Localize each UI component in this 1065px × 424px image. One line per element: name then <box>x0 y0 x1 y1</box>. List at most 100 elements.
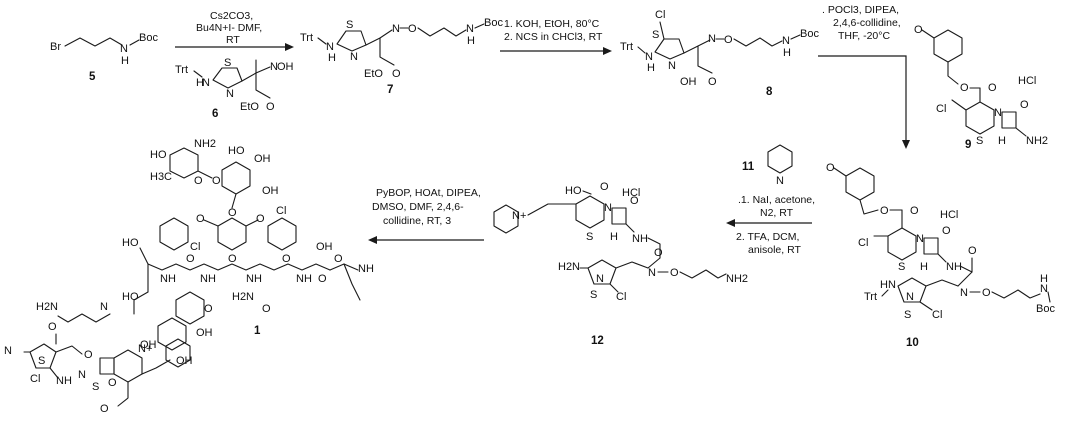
group-nh-methyl: NH <box>358 263 374 275</box>
group-oh: OH <box>680 76 697 88</box>
step-2-condition-2: 2. NCS in CHCl3, RT <box>504 31 603 43</box>
atom-o-aryl-ether: O <box>228 207 237 219</box>
step-4-condition-4: anisole, RT <box>748 244 802 256</box>
atom-o: O <box>262 303 271 315</box>
atom-n: N <box>350 51 358 63</box>
group-oh: OH <box>316 241 333 253</box>
compound-5: Br N H Boc 5 <box>50 32 158 83</box>
atom-n-oxime: N <box>648 267 656 279</box>
atom-o: O <box>318 273 327 285</box>
group-boc: Boc <box>800 28 819 40</box>
group-boc: Boc <box>139 32 158 44</box>
group-ho: HO <box>228 145 245 157</box>
compound-1: NH2 HO H3C O O HO OH OH O O O Cl Cl HO O… <box>4 138 374 415</box>
atom-cl: Cl <box>858 237 868 249</box>
atom-o-oxime: O <box>670 267 679 279</box>
atom-o-carbonyl: O <box>988 82 997 94</box>
atom-n: N <box>708 33 716 45</box>
atom-cl: Cl <box>655 9 665 21</box>
salt-hcl: HCl <box>940 209 958 221</box>
group-nh2: NH2 <box>1026 135 1048 147</box>
step-5: PyBOP, HOAt, DIPEA, DMSO, DMF, 2,4,6- co… <box>368 187 484 244</box>
step-3-condition-2: 2,4,6-collidine, <box>833 17 901 29</box>
salt-hcl: HCl <box>1018 75 1036 87</box>
group-nh2: NH2 <box>194 138 216 150</box>
group-oh: O <box>100 403 109 415</box>
atom-o-amide: O <box>654 247 663 259</box>
atom-o: O <box>724 34 733 46</box>
compound-number-1: 1 <box>254 325 261 337</box>
compound-number-12: 12 <box>591 335 604 347</box>
atom-o-methoxy: O <box>826 162 835 174</box>
atom-cl: NH <box>56 375 72 387</box>
step-3-condition-1: . POCl3, DIPEA, <box>822 4 899 16</box>
atom-o: O <box>228 253 237 265</box>
atom-br: Br <box>50 41 61 53</box>
step-5-condition-1: PyBOP, HOAt, DIPEA, <box>376 187 481 199</box>
atom-cl-right: Cl <box>276 205 286 217</box>
atom-s: S <box>224 57 231 69</box>
atom-o-oxime: H2N <box>36 301 58 313</box>
step-2: 1. KOH, EtOH, 80°C 2. NCS in CHCl3, RT <box>500 18 612 55</box>
atom-s: S <box>346 19 353 31</box>
atom-n: N <box>202 77 210 89</box>
group-nh: NH <box>296 273 312 285</box>
atom-o-amide: N <box>78 369 86 381</box>
compound-number-9: 9 <box>965 139 971 151</box>
group-ho: HO <box>122 237 139 249</box>
atom-n: N <box>776 175 784 187</box>
group-ho: OH <box>140 339 157 351</box>
group-nh: O <box>84 349 93 361</box>
atom-h: H <box>610 231 618 243</box>
atom-s: S <box>904 309 911 321</box>
step-5-condition-3: collidine, RT, 3 <box>383 215 451 227</box>
atom-o-carbonyl: O <box>910 205 919 217</box>
compound-9: O O O HCl Cl N O S H NH2 9 <box>914 24 1048 151</box>
atom-o-ring: O <box>194 175 203 187</box>
atom-cl: Cl <box>932 309 942 321</box>
atom-o: O <box>408 23 417 35</box>
group-oh: OH <box>262 185 279 197</box>
atom-s: S <box>652 29 659 41</box>
atom-o-amide: O <box>968 245 977 257</box>
group-h2n: N <box>4 345 12 357</box>
step-4-condition-3: 2. TFA, DCM, <box>736 231 799 243</box>
group-nh: NH <box>946 261 962 273</box>
atom-n: N <box>782 35 790 47</box>
atom-o-lactam: S <box>92 381 99 393</box>
atom-o-bridge-left: O <box>196 213 205 225</box>
step-2-condition-1: 1. KOH, EtOH, 80°C <box>504 18 600 30</box>
group-trt: Trt <box>864 291 877 303</box>
atom-h: H <box>920 261 928 273</box>
atom-h: H <box>880 279 888 291</box>
atom-o: N <box>100 301 108 313</box>
atom-n: N <box>1040 283 1048 295</box>
group-ho: HO <box>565 185 582 197</box>
atom-o-carbonyl: O <box>600 181 609 193</box>
atom-h: H <box>647 62 655 74</box>
atom-h: H <box>328 52 336 64</box>
atom-h: H <box>196 77 204 89</box>
group-boc: Boc <box>1036 303 1055 315</box>
atom-n: N <box>326 41 334 53</box>
compound-number-8: 8 <box>766 86 773 98</box>
compound-number-7: 7 <box>387 84 393 96</box>
group-trt: Trt <box>300 32 313 44</box>
group-oh: O <box>204 303 213 315</box>
atom-n-oxime: O <box>48 321 57 333</box>
atom-h: H <box>998 135 1006 147</box>
atom-o-methoxy: O <box>914 24 923 36</box>
atom-n: O <box>108 377 117 389</box>
atom-s: S <box>976 135 983 147</box>
atom-h: H <box>121 55 129 67</box>
step-4-condition-1: .1. NaI, acetone, <box>738 194 815 206</box>
step-1-condition-1: Cs2CO3, <box>210 10 253 22</box>
atom-o: O <box>266 101 275 113</box>
group-nh: NH <box>246 273 262 285</box>
group-eto: EtO <box>364 68 383 80</box>
atom-o-lactam: O <box>942 225 951 237</box>
atom-h: H <box>783 47 791 59</box>
atom-n: N <box>596 273 604 285</box>
group-nh: NH <box>160 273 176 285</box>
atom-o-oxime: O <box>982 287 991 299</box>
